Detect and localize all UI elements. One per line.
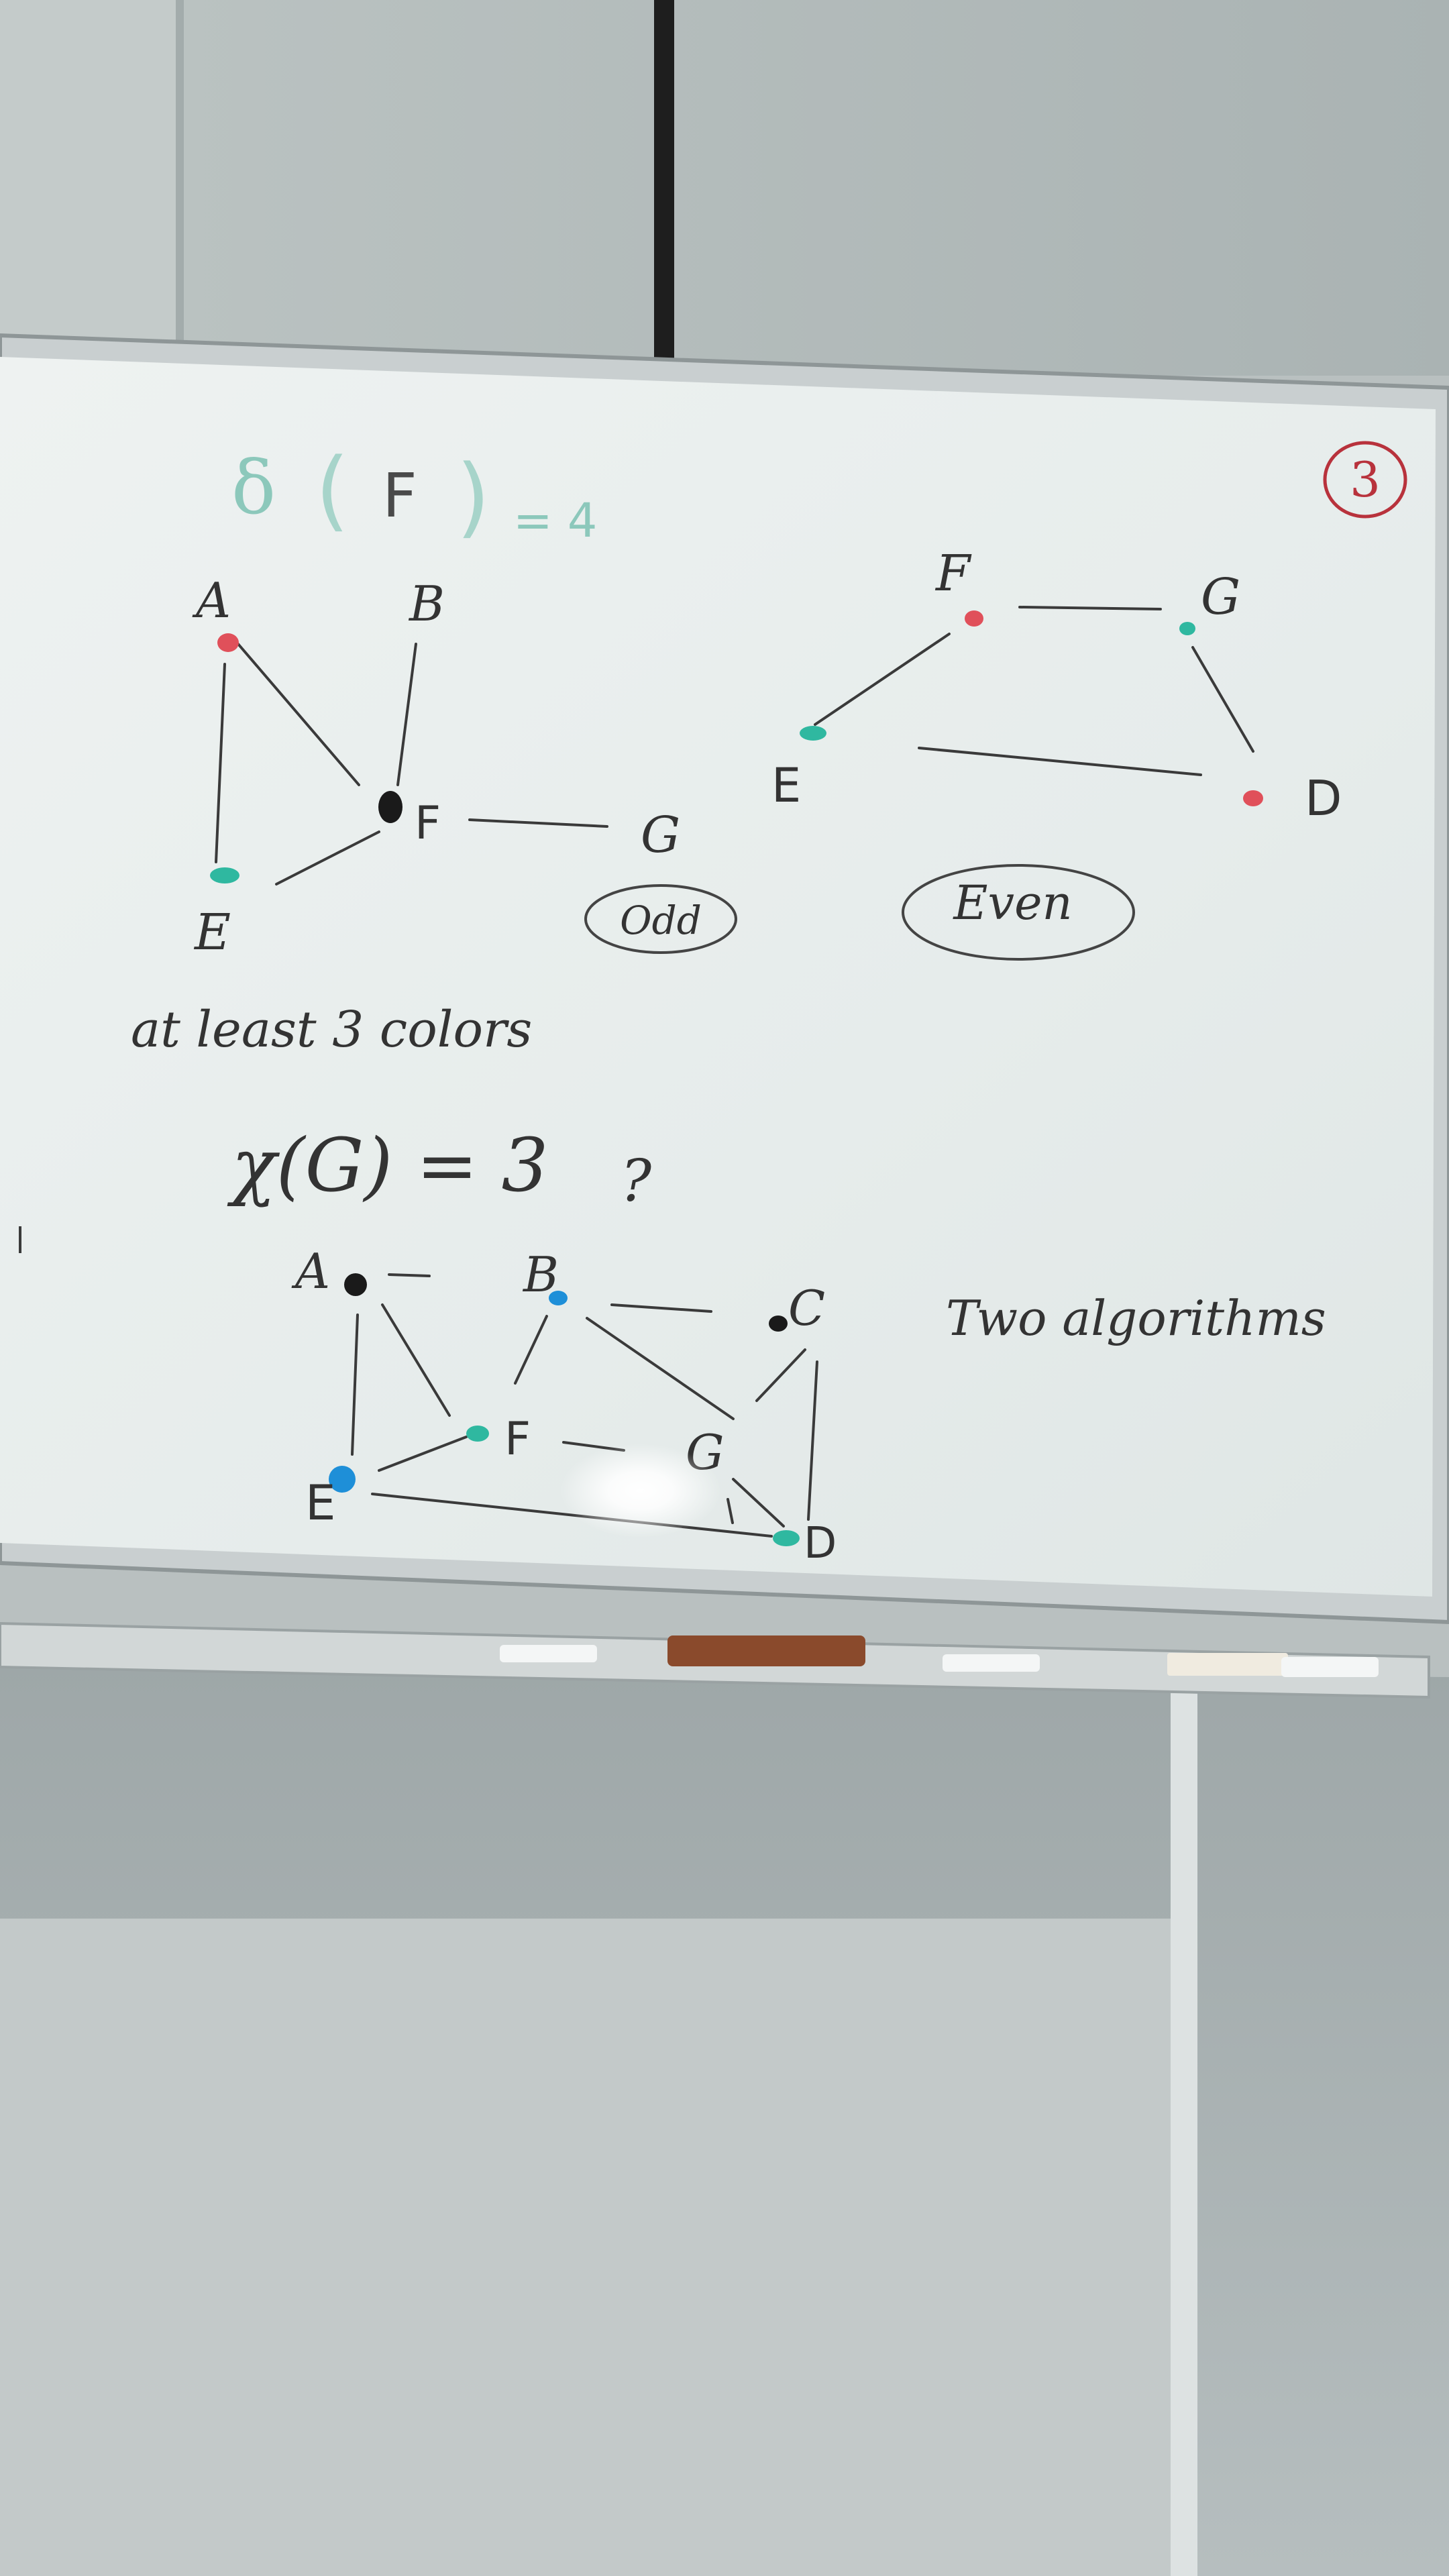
wall-joint [654, 0, 674, 362]
degree-vertex: F [382, 461, 417, 531]
bottom-vertex-e [329, 1466, 356, 1493]
bottom-edge-b-g [586, 1317, 735, 1420]
bottom-label-e: E [305, 1474, 336, 1531]
eraser-white-4 [1281, 1657, 1379, 1677]
whiteboard-surface [0, 357, 1436, 1597]
eraser-white-3 [1167, 1653, 1288, 1676]
bottom-edge-a-f [381, 1303, 451, 1417]
wall-lower-panel [0, 1919, 1181, 2576]
odd-edge-a-f [237, 643, 360, 786]
bottom-graph-edges [351, 1273, 818, 1538]
bottom-edge-mark [727, 1498, 734, 1524]
bottom-vertex-c [769, 1316, 788, 1332]
even-vertex-d [1243, 790, 1263, 806]
bottom-label-d: D [804, 1519, 837, 1568]
odd-label-a: A [192, 572, 231, 629]
bottom-vertex-d [773, 1530, 800, 1546]
colors-note: at least 3 colors [131, 1001, 532, 1059]
even-label-g: G [1201, 568, 1240, 626]
bottom-label-f: F [504, 1413, 531, 1466]
bottom-edge-a-e [351, 1313, 359, 1456]
bottom-vertex-a [344, 1273, 367, 1296]
even-vertex-g [1179, 622, 1195, 635]
chromatic-question: ? [621, 1148, 652, 1215]
chromatic-lhs: χ(G) = 3 [227, 1122, 548, 1208]
odd-label-e: E [193, 904, 231, 961]
odd-tag: Odd [620, 898, 702, 943]
algorithms-note: Two algorithms [946, 1290, 1326, 1346]
odd-vertex-a [217, 633, 239, 652]
odd-edge-e-f [275, 830, 380, 885]
bottom-edge-b-f [514, 1315, 548, 1385]
bottom-label-c: C [788, 1280, 825, 1336]
odd-edge-b-f [396, 643, 417, 786]
page-number: 3 [1350, 451, 1381, 508]
bottom-label-b: B [522, 1246, 559, 1303]
odd-label-b: B [408, 576, 445, 632]
odd-label-f: F [415, 797, 441, 850]
degree-paren-close: ) [456, 445, 490, 547]
odd-tag-circle [584, 884, 737, 954]
flash-glare [560, 1444, 721, 1538]
odd-edge-a-e [215, 663, 226, 863]
page-number-circle [1323, 441, 1407, 519]
bottom-edge-a-b [388, 1273, 431, 1277]
even-label-d: D [1305, 770, 1342, 826]
eraser-white-1 [500, 1645, 597, 1662]
even-graph-edges [814, 606, 1254, 776]
eraser-white-2 [943, 1654, 1040, 1672]
degree-paren-open: ( [315, 439, 350, 541]
even-edge-e-d [918, 747, 1202, 776]
bottom-vertex-f [466, 1426, 489, 1442]
even-label-f: F [934, 545, 972, 602]
wall-lower-edge [1171, 1690, 1197, 2576]
bottom-edge-c-d [807, 1360, 818, 1521]
even-vertex-e [800, 726, 826, 741]
odd-vertex-f [378, 791, 402, 823]
even-edge-e-f [814, 633, 951, 726]
bottom-edge-g-d [732, 1478, 785, 1527]
bottom-label-a: A [291, 1243, 330, 1299]
even-tag: Even [952, 875, 1072, 930]
odd-vertex-e [210, 867, 239, 883]
even-edge-f-g [1018, 606, 1162, 610]
bottom-edge-b-c [610, 1303, 712, 1313]
wall-upper [0, 0, 1449, 376]
odd-edge-f-g [468, 818, 608, 828]
even-edge-g-d [1191, 646, 1254, 753]
bottom-edge-e-d [371, 1493, 773, 1538]
bottom-edge-c-g [755, 1348, 806, 1402]
even-tag-circle [902, 864, 1135, 961]
even-vertex-f [965, 610, 983, 627]
bottom-edge-e-f [378, 1436, 468, 1472]
degree-value: = 4 [513, 493, 597, 548]
odd-graph-edges [215, 643, 608, 885]
wall-panel-seam [176, 0, 184, 349]
even-label-e: E [771, 758, 801, 813]
marker-red-cap [667, 1635, 865, 1666]
wall-panel-left [0, 0, 180, 349]
bottom-vertex-b [549, 1291, 568, 1305]
odd-label-g: G [641, 806, 680, 864]
degree-delta: δ [231, 445, 276, 531]
